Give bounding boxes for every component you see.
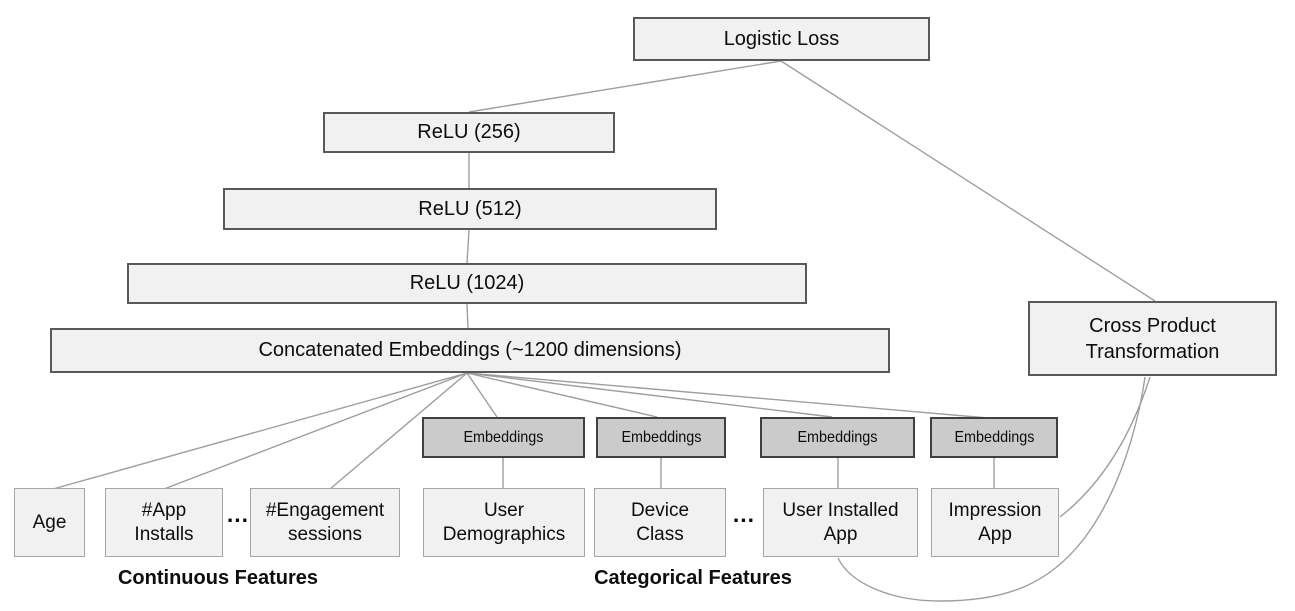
- node-app-installs: #App Installs: [105, 488, 223, 557]
- node-embeddings-user-demographics: Embeddings: [422, 417, 585, 458]
- node-relu-512: ReLU (512): [223, 188, 717, 230]
- label-categorical-features: Categorical Features: [594, 567, 792, 589]
- edge-concat-to-embeddings-1: [466, 372, 498, 418]
- node-embeddings-user-installed-app: Embeddings: [760, 417, 915, 458]
- node-embeddings-impression-app: Embeddings: [930, 417, 1058, 458]
- edge-concat-to-engagement: [329, 372, 468, 490]
- edge-relu512-to-relu1024: [466, 229, 470, 264]
- node-concatenated-embeddings: Concatenated Embeddings (~1200 dimension…: [50, 328, 890, 373]
- node-cross-product-transformation: Cross Product Transformation: [1028, 301, 1277, 376]
- node-relu-1024: ReLU (1024): [127, 263, 807, 304]
- edge-concat-to-app-installs: [163, 372, 468, 490]
- node-impression-app: Impression App: [931, 488, 1059, 557]
- embeddings-label: Embeddings: [797, 428, 878, 446]
- ellipsis-continuous-features: ...: [226, 501, 250, 527]
- node-device-class: Device Class: [594, 488, 726, 557]
- edge-concat-to-embeddings-3: [466, 372, 833, 418]
- edge-cross-product-to-impression-app: [1059, 376, 1151, 518]
- embeddings-label: Embeddings: [463, 428, 544, 446]
- embeddings-label: Embeddings: [620, 428, 702, 446]
- node-logistic-loss: Logistic Loss: [633, 17, 930, 61]
- ellipsis-categorical-features: ...: [732, 501, 756, 527]
- node-engagement-sessions: #Engagement sessions: [250, 488, 400, 557]
- edge-logistic-to-cross-product: [780, 60, 1156, 302]
- node-user-installed-app: User Installed App: [763, 488, 918, 557]
- label-continuous-features: Continuous Features: [117, 567, 318, 589]
- edge-relu1024-to-concat: [466, 303, 469, 329]
- edge-concat-to-embeddings-4: [466, 372, 989, 419]
- edge-cross-product-to-user-installed-app: [837, 376, 1146, 602]
- node-relu-256: ReLU (256): [323, 112, 615, 153]
- edge-concat-to-age: [52, 372, 468, 490]
- edge-logistic-to-relu256: [468, 60, 782, 113]
- node-age: Age: [14, 488, 85, 557]
- edge-concat-to-embeddings-2: [466, 372, 658, 418]
- embeddings-label: Embeddings: [953, 428, 1035, 446]
- node-user-demographics: User Demographics: [423, 488, 585, 557]
- node-embeddings-device-class: Embeddings: [596, 417, 726, 458]
